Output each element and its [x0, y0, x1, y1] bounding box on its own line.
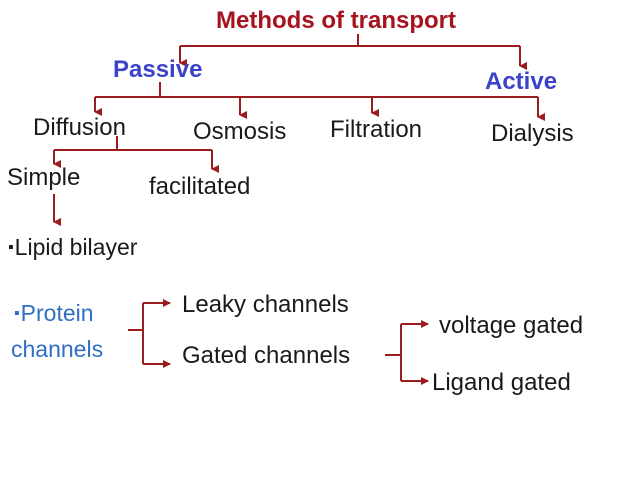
node-leaky-channels: Leaky channels [182, 291, 349, 318]
node-active: Active [485, 68, 558, 95]
node-gated-channels: Gated channels [182, 342, 351, 369]
bullet-square-icon: ▪ [8, 239, 14, 256]
node-lipid-bilayer: ▪Lipid bilayer [8, 236, 137, 259]
node-diffusion: Diffusion [33, 114, 126, 141]
node-protein-line1: ▪Protein [14, 302, 94, 325]
bullet-square-icon: ▪ [14, 305, 20, 322]
node-voltage-gated: voltage gated [439, 312, 584, 339]
node-protein-line2: channels [11, 336, 104, 362]
node-passive: Passive [113, 56, 203, 83]
node-ligand-gated: Ligand gated [432, 369, 571, 396]
node-facilitated: facilitated [149, 173, 251, 200]
diagram-title: Methods of transport [216, 7, 456, 34]
node-simple: Simple [7, 164, 81, 191]
node-filtration: Filtration [330, 116, 423, 143]
lipid-bilayer-label: Lipid bilayer [14, 234, 138, 260]
protein-label: Protein [20, 300, 94, 326]
node-dialysis: Dialysis [491, 120, 574, 147]
node-osmosis: Osmosis [193, 118, 287, 145]
